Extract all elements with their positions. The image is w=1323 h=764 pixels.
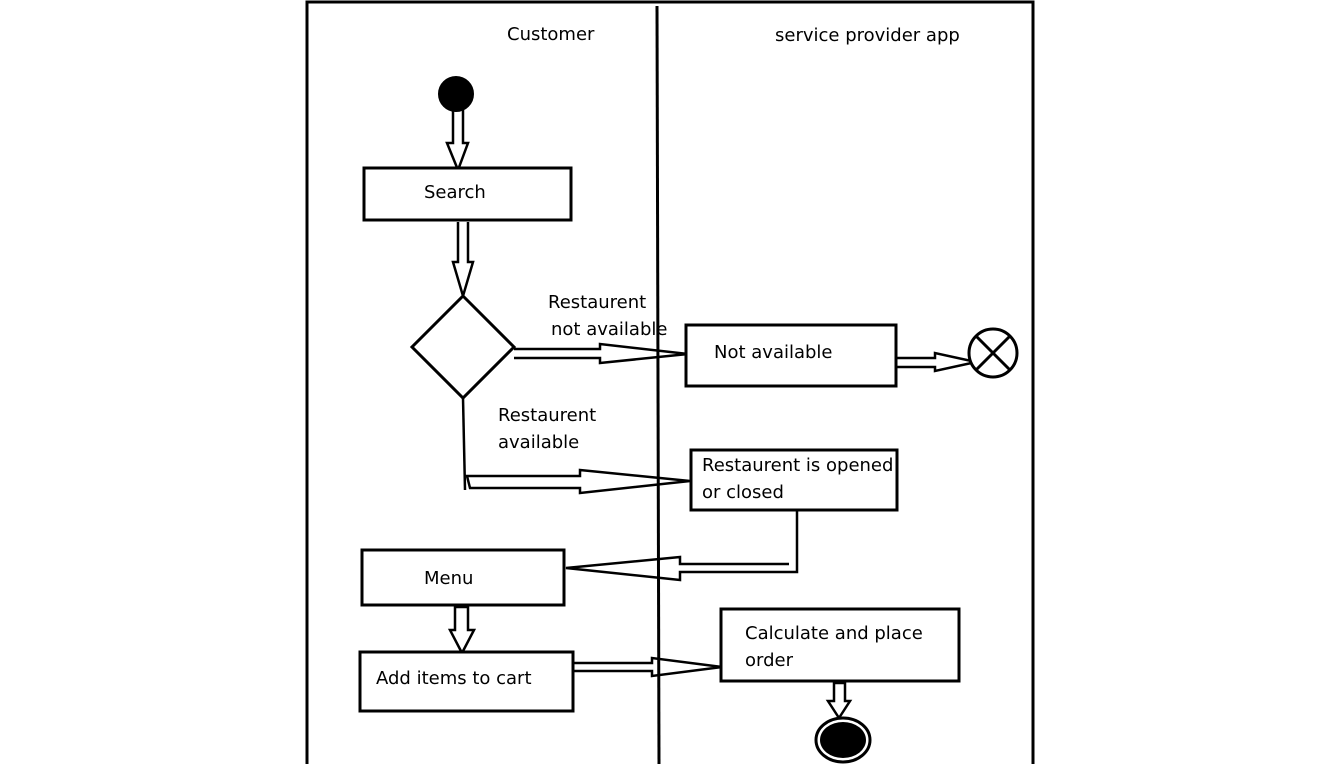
action-not-available-label: Not available xyxy=(714,342,833,363)
action-opened-closed-label-line2: or closed xyxy=(702,482,784,503)
arrow-decision-to-opened-closed xyxy=(461,397,467,491)
arrow-menu-to-add-items xyxy=(447,605,477,656)
flow-final-node xyxy=(967,327,1019,379)
action-add-items xyxy=(358,650,575,713)
arrow-search-to-decision xyxy=(451,222,475,301)
edge-label-not-available-line2: not available xyxy=(551,319,667,340)
action-menu-label: Menu xyxy=(424,568,473,589)
activity-final-inner xyxy=(820,722,866,758)
lane-title-customer: Customer xyxy=(507,24,595,45)
arrow-calculate-to-final xyxy=(825,681,853,721)
edge-label-available-line2: available xyxy=(498,432,579,453)
arrow-start-to-search xyxy=(445,110,470,174)
arrow-opened-closed-to-menu xyxy=(565,510,799,582)
action-search xyxy=(362,166,573,222)
initial-node xyxy=(438,76,474,112)
action-calculate-label-line1: Calculate and place xyxy=(745,623,923,644)
activity-final-node xyxy=(814,716,872,764)
action-calculate-label-line2: order xyxy=(745,650,794,671)
action-not-available xyxy=(684,323,898,388)
lane-title-provider: service provider app xyxy=(775,25,960,46)
edge-label-available-line1: Restaurent xyxy=(498,405,596,426)
swimlane-frame xyxy=(305,0,1035,764)
action-add-items-label: Add items to cart xyxy=(376,668,532,689)
action-opened-closed-label-line1: Restaurent is opened xyxy=(702,455,893,476)
edge-label-not-available-line1: Restaurent xyxy=(548,292,646,313)
arrow-head-decision-to-opened-closed xyxy=(465,468,691,495)
swimlane-divider xyxy=(655,5,661,764)
action-search-label: Search xyxy=(424,182,486,203)
action-opened-closed xyxy=(689,448,899,512)
action-calculate xyxy=(719,607,961,683)
arrow-add-items-to-calculate xyxy=(574,656,723,678)
arrow-decision-to-not-available xyxy=(514,342,689,365)
swimlane-border xyxy=(305,0,1035,764)
flow-final-cross-b xyxy=(974,334,1012,372)
decision-node xyxy=(409,293,517,401)
arrow-not-available-to-final xyxy=(897,351,977,373)
action-menu xyxy=(360,548,566,607)
